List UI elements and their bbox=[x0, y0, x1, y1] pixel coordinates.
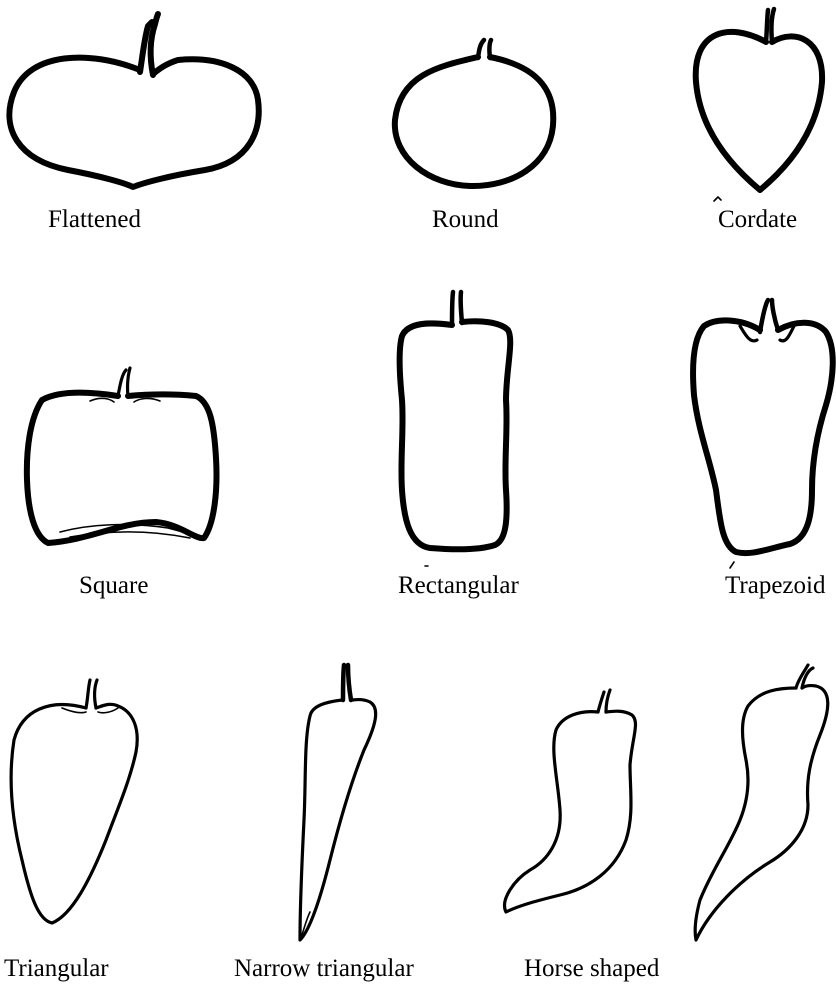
triangular-fruit-icon bbox=[11, 680, 137, 923]
label-triangular: Triangular bbox=[4, 955, 109, 982]
label-flattened: Flattened bbox=[48, 206, 142, 233]
rectangular-fruit-icon bbox=[400, 292, 511, 566]
label-rectangular: Rectangular bbox=[398, 572, 519, 599]
label-horse-shaped: Horse shaped bbox=[524, 955, 660, 982]
trapezoid-fruit-icon bbox=[693, 300, 833, 568]
label-narrow-triangular: Narrow triangular bbox=[234, 955, 414, 982]
label-square: Square bbox=[79, 572, 148, 599]
flattened-fruit-icon bbox=[9, 14, 258, 187]
label-cordate: Cordate bbox=[718, 206, 797, 233]
label-trapezoid: Trapezoid bbox=[725, 572, 826, 599]
label-round: Round bbox=[432, 206, 499, 233]
square-fruit-icon bbox=[27, 368, 217, 543]
horse-shaped-fruit-icon bbox=[505, 665, 828, 940]
narrow-triangular-fruit-icon bbox=[300, 665, 376, 940]
cordate-fruit-icon bbox=[696, 9, 822, 201]
round-fruit-icon bbox=[395, 40, 553, 186]
